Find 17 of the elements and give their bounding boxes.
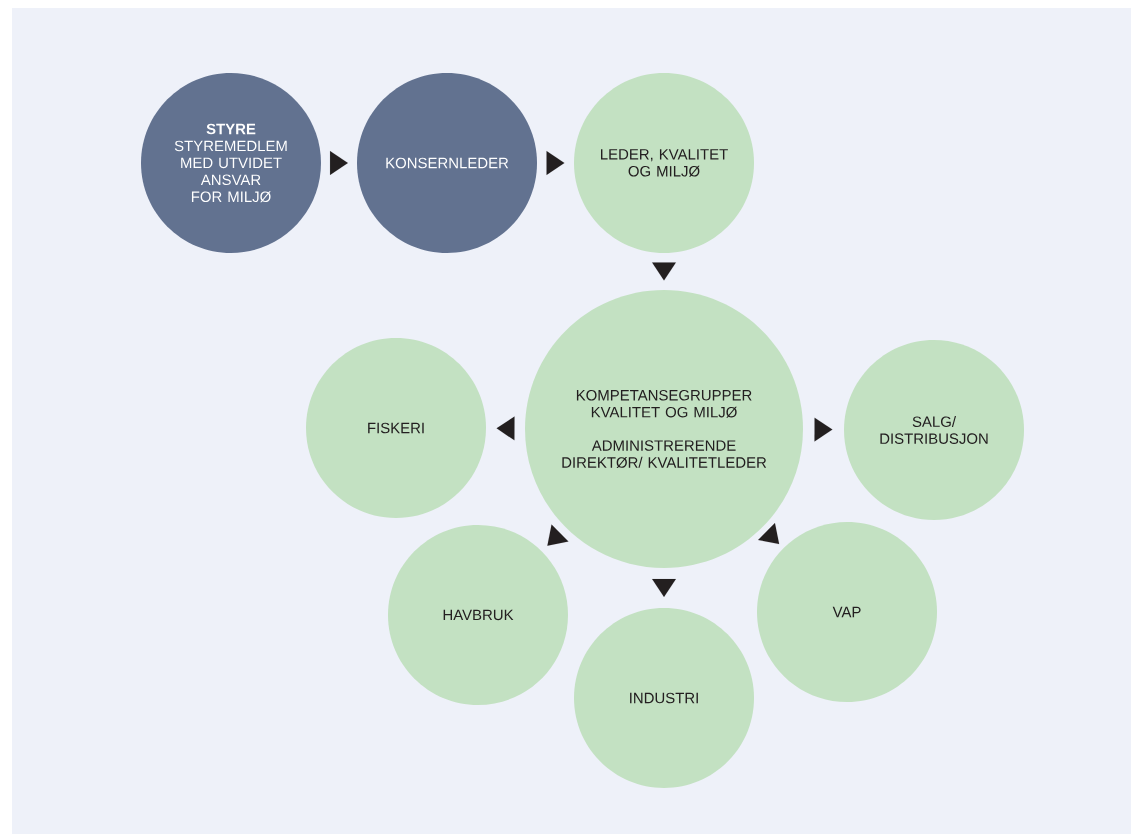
circle-node: INDUSTRI xyxy=(574,608,754,788)
circle-node: SALG/ DISTRIBUSJON xyxy=(844,340,1024,520)
arrow xyxy=(329,151,348,175)
arrow xyxy=(814,417,833,442)
circle-node: KOMPETANSEGRUPPER KVALITET OG MILJØ ADMINISTRERENDE DIREKTØR/ KVALITETLEDER xyxy=(525,290,803,568)
arrow xyxy=(547,524,569,546)
arrow xyxy=(546,151,565,175)
circle-node: VAP xyxy=(757,522,937,702)
arrow xyxy=(652,578,676,597)
arrow xyxy=(652,262,676,281)
arrow xyxy=(758,523,780,545)
arrow xyxy=(496,416,515,441)
circle-node: KONSERNLEDER xyxy=(357,73,537,253)
circle-node: LEDER, KVALITET OG MILJØ xyxy=(574,73,754,253)
circle-node: STYRE STYREMEDLEM MED UTVIDET ANSVAR FOR MILJØ xyxy=(141,73,321,253)
circle-node: FISKERI xyxy=(306,338,486,518)
circle-node: HAVBRUK xyxy=(388,525,568,705)
